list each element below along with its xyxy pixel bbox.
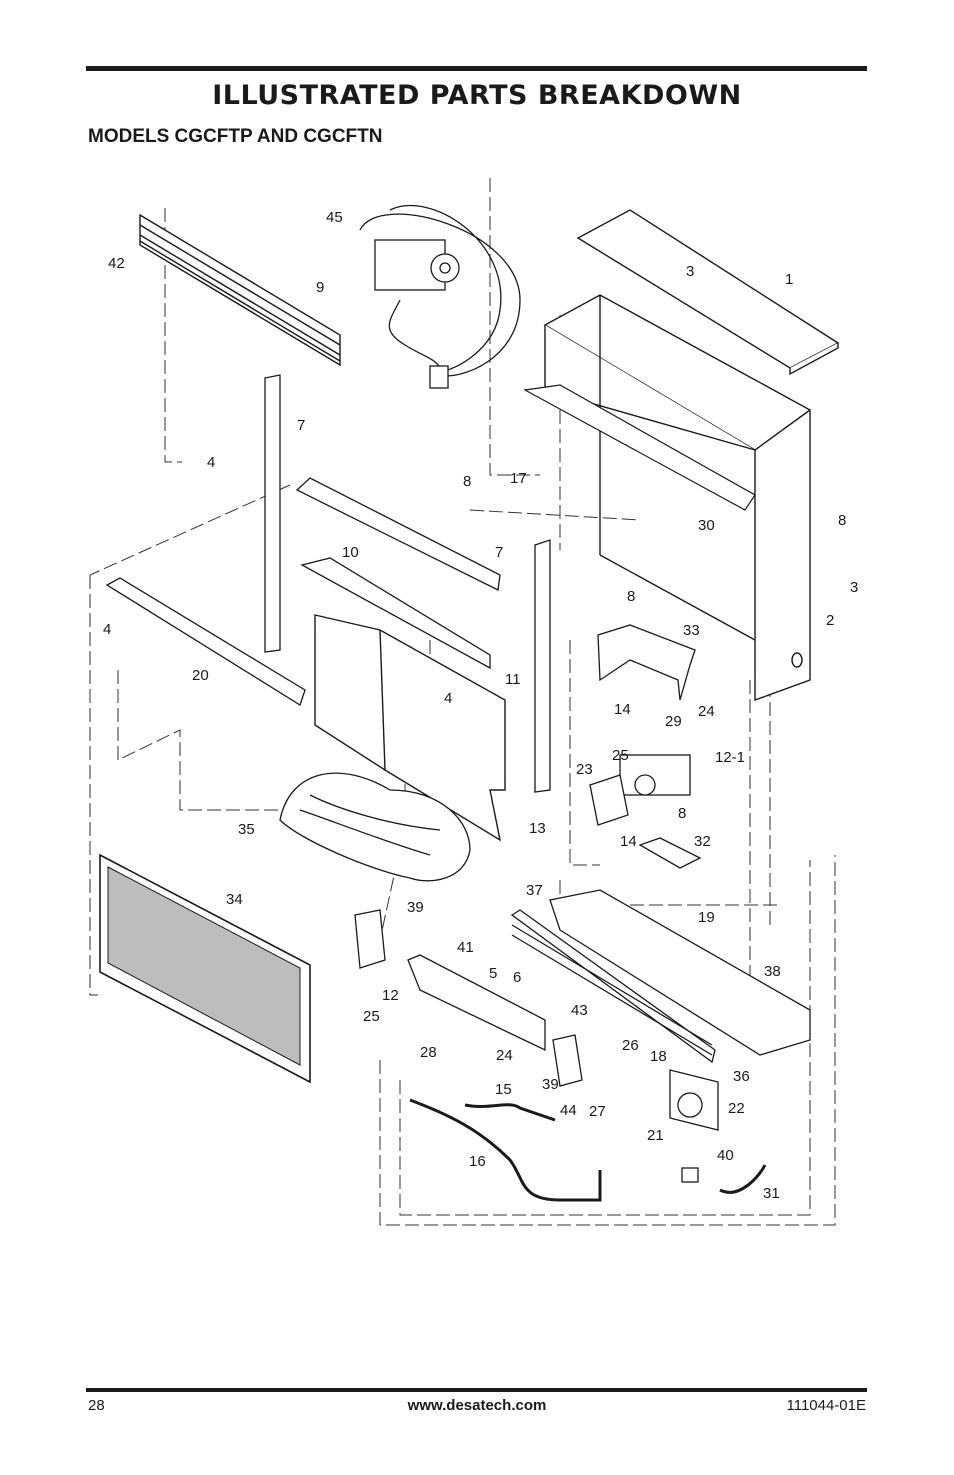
callout-label: 14	[614, 701, 631, 718]
callout-label: 3	[686, 263, 694, 280]
callout-label: 45	[326, 209, 343, 226]
callout-label: 18	[650, 1048, 667, 1065]
callout-label: 37	[526, 882, 543, 899]
callout-label: 24	[496, 1047, 513, 1064]
callout-label: 8	[627, 588, 635, 605]
page-title: ILLUSTRATED PARTS BREAKDOWN	[212, 80, 742, 111]
callout-label: 11	[505, 671, 521, 688]
callout-label: 20	[192, 667, 209, 684]
callout-label: 1	[785, 271, 793, 288]
callout-label: 25	[363, 1008, 380, 1025]
callout-label: 5	[489, 965, 497, 982]
callout-label: 40	[717, 1147, 734, 1164]
callout-label: 41	[457, 939, 474, 956]
baffle-part	[523, 384, 756, 511]
screen-part	[99, 853, 311, 1084]
callout-label: 3	[850, 579, 858, 596]
callout-label: 8	[678, 805, 686, 822]
callout-label: 6	[513, 969, 521, 986]
burner-part	[510, 909, 716, 1064]
log-set-part	[279, 772, 471, 882]
deflector-part	[295, 477, 501, 670]
callout-label: 14	[620, 833, 637, 850]
callout-label: 44	[560, 1102, 577, 1119]
side-trim-part	[264, 374, 551, 793]
callout-label: 21	[647, 1127, 664, 1144]
callout-label: 27	[589, 1103, 606, 1120]
callout-label: 33	[683, 622, 700, 639]
callout-label: 35	[238, 821, 255, 838]
models-subtitle: MODELS CGCFTP AND CGCFTN	[88, 126, 383, 147]
callout-label: 2	[826, 612, 834, 629]
callout-label: 15	[495, 1081, 512, 1098]
bracket-part	[354, 909, 583, 1087]
callout-label: 12-1	[715, 749, 745, 766]
callout-label: 25	[612, 747, 629, 764]
callout-label: 26	[622, 1037, 639, 1054]
callout-label: 7	[297, 417, 305, 434]
header-rule	[86, 66, 867, 71]
callout-label: 23	[576, 761, 593, 778]
callout-label: 4	[207, 454, 215, 471]
page-number: 28	[88, 1397, 105, 1414]
callout-label: 10	[342, 544, 359, 561]
gas-tubing-part	[409, 1098, 602, 1202]
callout-labels: 45 42 9 3 1 7 4 8 17 30 8 10 7 3 8 4 20 …	[103, 209, 858, 1202]
flex-line-part	[681, 1164, 767, 1194]
top-panel-part	[576, 209, 840, 376]
website-link[interactable]: www.desatech.com	[407, 1397, 547, 1414]
burner-tube-part	[407, 954, 546, 1052]
callout-label: 7	[495, 544, 503, 561]
top-louver-part	[139, 213, 341, 367]
callout-label: 32	[694, 833, 711, 850]
callout-label: 43	[571, 1002, 588, 1019]
callout-label: 34	[226, 891, 243, 908]
callout-label: 29	[665, 713, 682, 730]
footer-rule	[86, 1388, 867, 1392]
callout-label: 39	[542, 1076, 559, 1093]
callout-label: 39	[407, 899, 424, 916]
callout-label: 31	[763, 1185, 780, 1202]
regulator-part	[669, 1069, 719, 1131]
callout-label: 30	[698, 517, 715, 534]
rear-bracket-part	[549, 889, 811, 1056]
firebox-liner-part	[314, 614, 506, 842]
callout-label: 4	[444, 690, 452, 707]
callout-label: 36	[733, 1068, 750, 1085]
callout-label: 24	[698, 703, 715, 720]
callout-label: 13	[529, 820, 546, 837]
callout-label: 38	[764, 963, 781, 980]
callout-label: 8	[838, 512, 846, 529]
callout-label: 17	[510, 470, 527, 487]
callout-label: 8	[463, 473, 471, 490]
callout-label: 28	[420, 1044, 437, 1061]
valve-assembly-part	[589, 624, 702, 869]
callout-label: 12	[382, 987, 399, 1004]
lower-trim-part	[105, 577, 306, 706]
document-code: 111044-01E	[786, 1397, 866, 1414]
callout-label: 42	[108, 255, 125, 272]
blower-part	[359, 204, 521, 389]
callout-label: 19	[698, 909, 715, 926]
callout-label: 22	[728, 1100, 745, 1117]
callout-label: 16	[469, 1153, 486, 1170]
callout-label: 9	[316, 279, 324, 296]
callout-label: 4	[103, 621, 111, 638]
